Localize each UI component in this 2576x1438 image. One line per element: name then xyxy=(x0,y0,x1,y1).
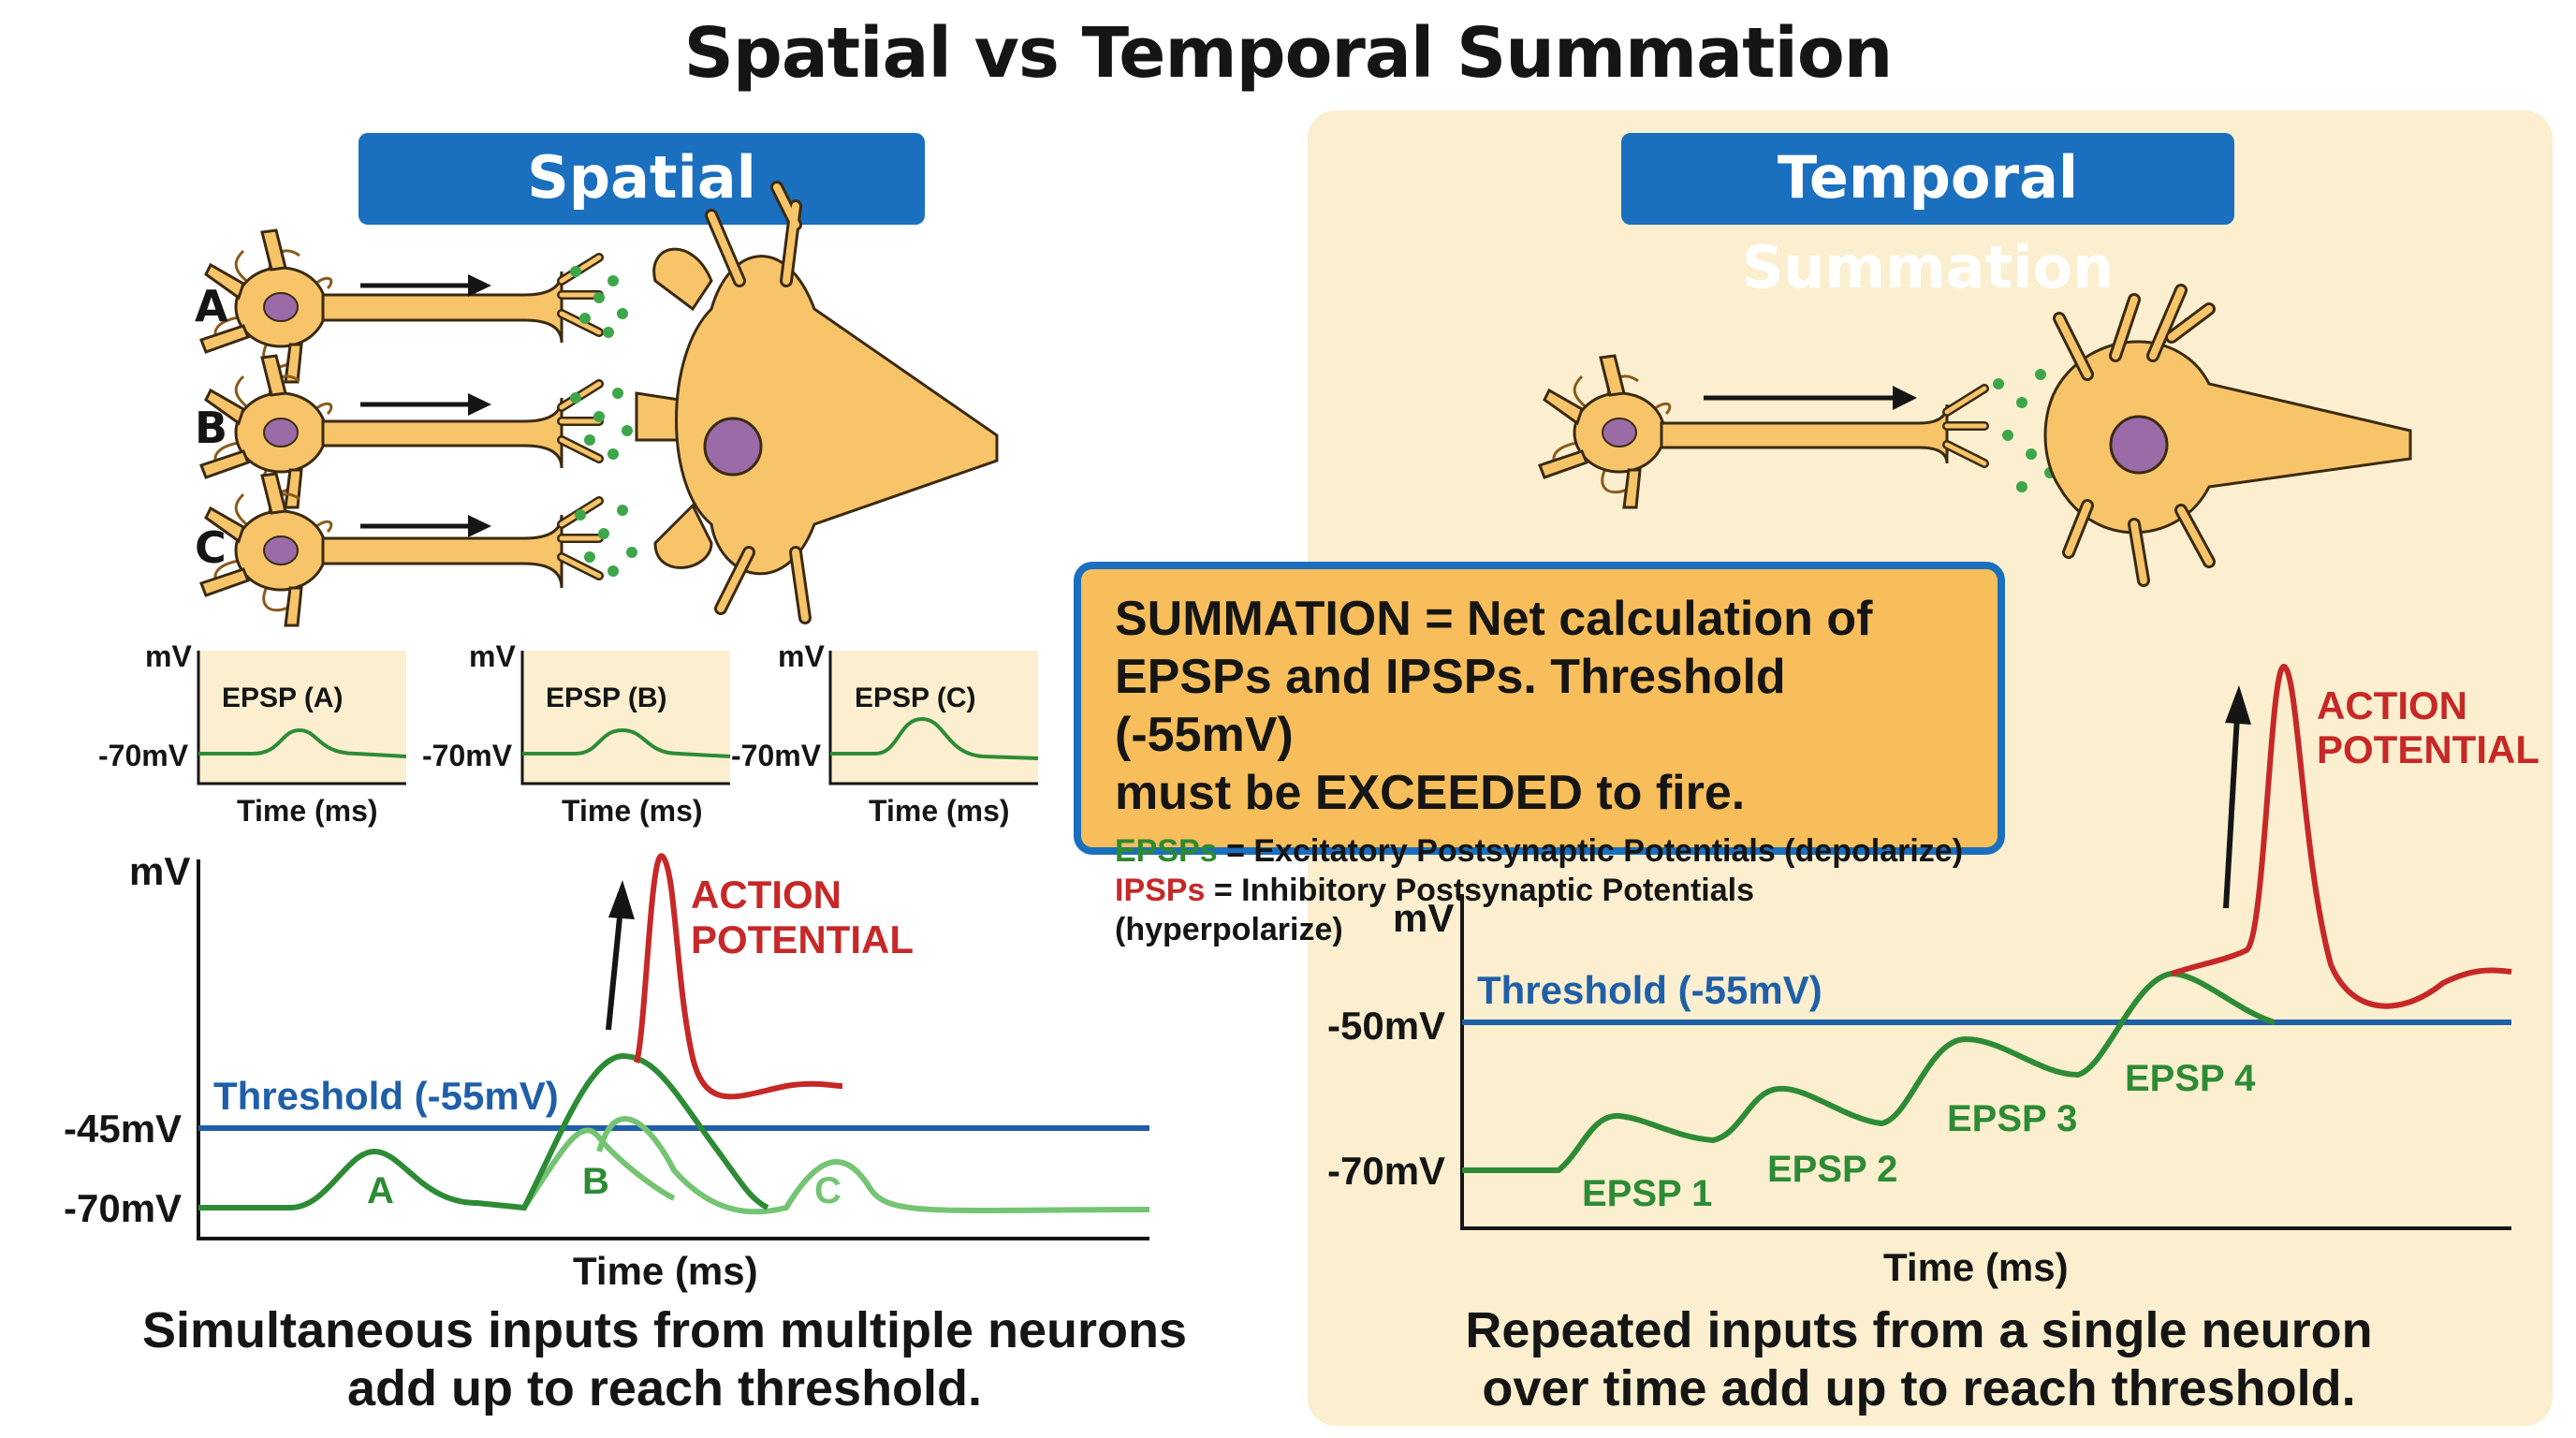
temporal-caption-line1: Repeated inputs from a single neuron xyxy=(1465,1302,2373,1358)
spatial-ap-arrow xyxy=(606,907,623,1031)
spatial-graph-y-unit: mV xyxy=(129,849,190,893)
presynaptic-neuron-temporal xyxy=(1538,354,1989,509)
neuron-label-a: A xyxy=(195,281,228,331)
epsp-b-trace xyxy=(521,1127,676,1210)
epsp-definition-text: = Excitatory Postsynaptic Potentials (de… xyxy=(1217,833,1964,869)
spatial-graph-y-tick-high: -45mV xyxy=(64,1107,182,1151)
signal-arrow-temporal xyxy=(1704,386,1917,410)
ipsp-definition-text: = Inhibitory Postsynaptic Potentials (hy… xyxy=(1115,873,1755,947)
temporal-graph-y-unit: mV xyxy=(1393,896,1454,940)
mini-graph-b-y-unit: mV xyxy=(469,639,516,673)
summation-definition-box: SUMMATION = Net calculation of EPSPs and… xyxy=(1074,562,2005,947)
mini-graph-b-label: EPSP (B) xyxy=(546,682,666,713)
spatial-summation-header: Spatial Summation xyxy=(359,133,925,301)
mini-graph-a-y-unit: mV xyxy=(145,639,192,673)
temporal-epsp-trace xyxy=(1462,970,2276,1173)
epsp-term: EPSPs xyxy=(1115,833,1218,869)
spatial-caption: Simultaneous inputs from multiple neuron… xyxy=(94,1301,1236,1417)
neuron-c xyxy=(199,472,604,627)
spatial-axes xyxy=(197,859,1149,1240)
temporal-ap-label-line2: POTENTIAL xyxy=(2317,727,2539,771)
mini-graph-c-y-unit: mV xyxy=(778,639,825,673)
mini-graph-a-label: EPSP (A) xyxy=(222,682,343,713)
mini-graph-c-x-label: Time (ms) xyxy=(869,794,1010,828)
neuron-label-b: B xyxy=(195,403,228,453)
signal-arrows-spatial xyxy=(360,274,491,537)
ipsp-definition: IPSPs = Inhibitory Postsynaptic Potentia… xyxy=(1115,871,1964,949)
mini-graph-b-y-tick: -70mV xyxy=(422,739,513,772)
temporal-caption-line2: over time add up to reach threshold. xyxy=(1482,1360,2356,1416)
epsp-c-trace xyxy=(596,1116,1150,1215)
summation-definition-text: SUMMATION = Net calculation of EPSPs and… xyxy=(1115,592,1873,820)
summed-epsp-trace xyxy=(198,1052,769,1211)
temporal-action-potential-trace xyxy=(2171,663,2512,1009)
mini-graph-a-x-label: Time (ms) xyxy=(237,794,378,828)
temporal-caption: Repeated inputs from a single neuron ove… xyxy=(1357,1301,2481,1417)
temporal-ap-arrow xyxy=(2223,715,2240,909)
neurotransmitters-spatial xyxy=(570,266,637,577)
epsp-definition: EPSPs = Excitatory Postsynaptic Potentia… xyxy=(1115,831,1964,871)
temporal-axes xyxy=(1460,894,2511,1230)
mini-graph-c: EPSP (C) mV -70mV Time (ms) xyxy=(731,639,1039,828)
spatial-action-potential-trace xyxy=(634,853,843,1100)
ipsp-term: IPSPs xyxy=(1115,873,1206,908)
temporal-ap-arrowhead xyxy=(2225,685,2251,725)
postsynaptic-neuron-spatial xyxy=(635,181,999,624)
spatial-ap-label-line1: ACTION xyxy=(691,873,842,917)
spatial-threshold-label: Threshold (-55mV) xyxy=(213,1074,559,1118)
mini-graph-a: EPSP (A) mV -70mV Time (ms) xyxy=(98,639,407,828)
spatial-peak-label-a: A xyxy=(367,1170,394,1211)
temporal-ap-label-line1: ACTION xyxy=(2317,683,2467,727)
neuron-label-c: C xyxy=(195,522,227,573)
epsp-2-label: EPSP 2 xyxy=(1767,1149,1897,1190)
temporal-threshold-label: Threshold (-55mV) xyxy=(1477,968,1822,1012)
postsynaptic-neuron-temporal xyxy=(2043,284,2412,587)
spatial-ap-label-line2: POTENTIAL xyxy=(691,917,914,961)
spatial-caption-line2: add up to reach threshold. xyxy=(346,1360,983,1416)
epsp-4-label: EPSP 4 xyxy=(2125,1058,2256,1099)
mini-graph-a-y-tick: -70mV xyxy=(98,739,189,772)
temporal-summation-header: Temporal Summation xyxy=(1621,133,2234,301)
spatial-peak-label-c: C xyxy=(814,1170,842,1211)
temporal-graph-x-label: Time (ms) xyxy=(1883,1245,2069,1289)
spatial-graph-y-tick-low: -70mV xyxy=(64,1186,182,1230)
mini-graph-b: EPSP (B) mV -70mV Time (ms) xyxy=(422,639,731,828)
mini-graph-c-y-tick: -70mV xyxy=(731,739,822,772)
temporal-graph-y-tick-high: -50mV xyxy=(1327,1004,1445,1048)
mini-graph-c-label: EPSP (C) xyxy=(855,682,975,713)
temporal-graph-y-tick-low: -70mV xyxy=(1327,1149,1445,1193)
page-title: Spatial vs Temporal Summation xyxy=(683,13,1894,94)
spatial-caption-line1: Simultaneous inputs from multiple neuron… xyxy=(141,1302,1188,1358)
spatial-peak-label-b: B xyxy=(582,1161,609,1202)
spatial-ap-arrowhead xyxy=(608,880,635,919)
epsp-3-label: EPSP 3 xyxy=(1947,1098,2077,1139)
spatial-graph-x-label: Time (ms) xyxy=(573,1249,758,1293)
epsp-1-label: EPSP 1 xyxy=(1582,1173,1712,1214)
mini-graph-b-x-label: Time (ms) xyxy=(562,794,703,828)
